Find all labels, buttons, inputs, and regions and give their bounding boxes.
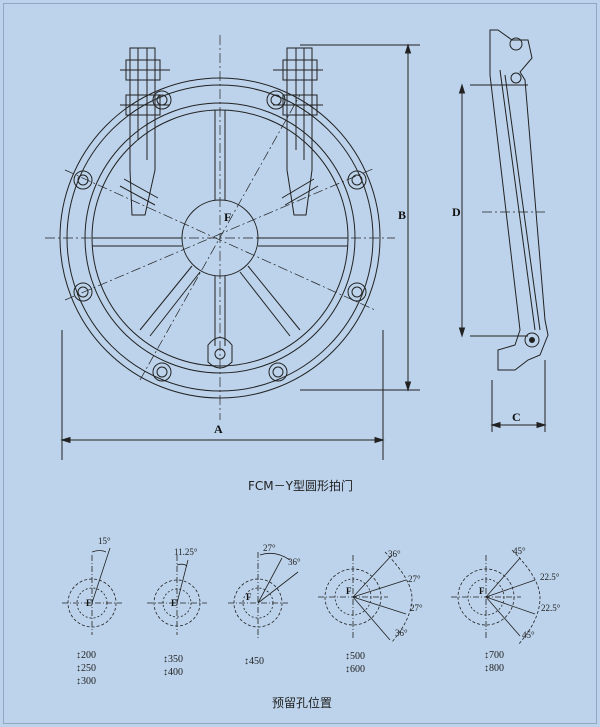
size-label: ↕250 <box>76 663 96 674</box>
pattern-center: F <box>479 586 485 596</box>
dim-label-c: C <box>512 410 521 424</box>
hole-patterns <box>62 547 541 646</box>
front-view <box>45 35 420 460</box>
size-label: ↕400 <box>163 667 183 678</box>
hole-pattern-2 <box>147 555 207 635</box>
angle-label: 36° <box>288 557 301 567</box>
side-view <box>458 29 549 432</box>
size-label: ↕300 <box>76 676 96 687</box>
hole-pattern-4 <box>318 551 413 643</box>
size-label: ↕450 <box>244 656 264 667</box>
angle-label: 27° <box>263 543 276 553</box>
angle-label: 27° <box>408 574 421 584</box>
pattern-center: E <box>86 598 93 608</box>
size-label: ↕350 <box>163 654 183 665</box>
hole-pattern-1 <box>62 547 122 635</box>
dim-label-a: A <box>214 422 223 436</box>
hole-pattern-5 <box>451 549 541 646</box>
size-label: ↕800 <box>484 663 504 674</box>
size-label: ↕600 <box>345 664 365 675</box>
dim-label-b: B <box>398 208 407 222</box>
pattern-center: F <box>346 586 352 596</box>
hub-label-f: F <box>224 210 232 224</box>
hole-pattern-3 <box>228 552 299 640</box>
angle-label: 45° <box>522 630 535 640</box>
caption-holes: 预留孔位置 <box>272 696 333 710</box>
dim-label-d: D <box>452 205 461 219</box>
size-label: ↕700 <box>484 650 504 661</box>
angle-label: 36° <box>395 628 408 638</box>
angle-label: 15° <box>98 536 111 546</box>
angle-label: 22.5° <box>540 572 560 582</box>
size-label: ↕500 <box>345 651 365 662</box>
pattern-center: F <box>246 592 252 602</box>
size-label: ↕200 <box>76 650 96 661</box>
angle-label: 36° <box>388 549 401 559</box>
angle-label: 27° <box>410 603 423 613</box>
caption-main: FCM－Y型圆形拍门 <box>248 479 353 493</box>
angle-label: 45° <box>513 546 526 556</box>
angle-label: 11.25° <box>174 547 198 557</box>
angle-label: 22.5° <box>541 603 561 613</box>
pattern-center: E <box>171 598 178 608</box>
